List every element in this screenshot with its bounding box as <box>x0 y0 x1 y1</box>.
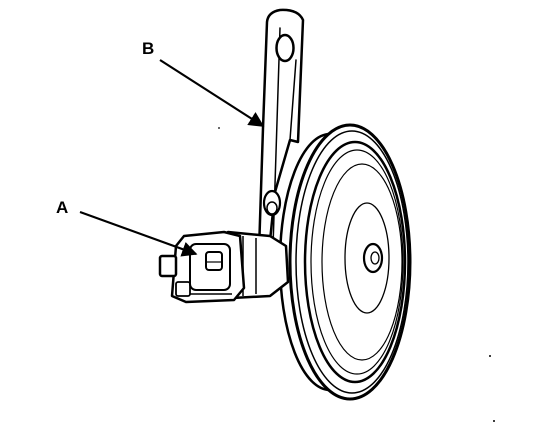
connector-tab-left <box>158 254 178 278</box>
mounting-bolt <box>262 189 282 217</box>
callout-arrow-b <box>159 59 265 127</box>
scan-specks <box>218 127 495 422</box>
callout-arrow-a <box>79 210 198 257</box>
horn-diaphragm-ring <box>344 202 390 314</box>
connector-terminal-slot <box>205 251 223 271</box>
horn-body <box>288 123 412 401</box>
callout-arrows <box>79 59 265 257</box>
connector <box>158 230 290 304</box>
callout-label-b: B <box>142 39 155 58</box>
connector-latch <box>175 281 191 297</box>
bracket-hole <box>275 33 295 63</box>
callout-label-a: A <box>56 198 69 217</box>
